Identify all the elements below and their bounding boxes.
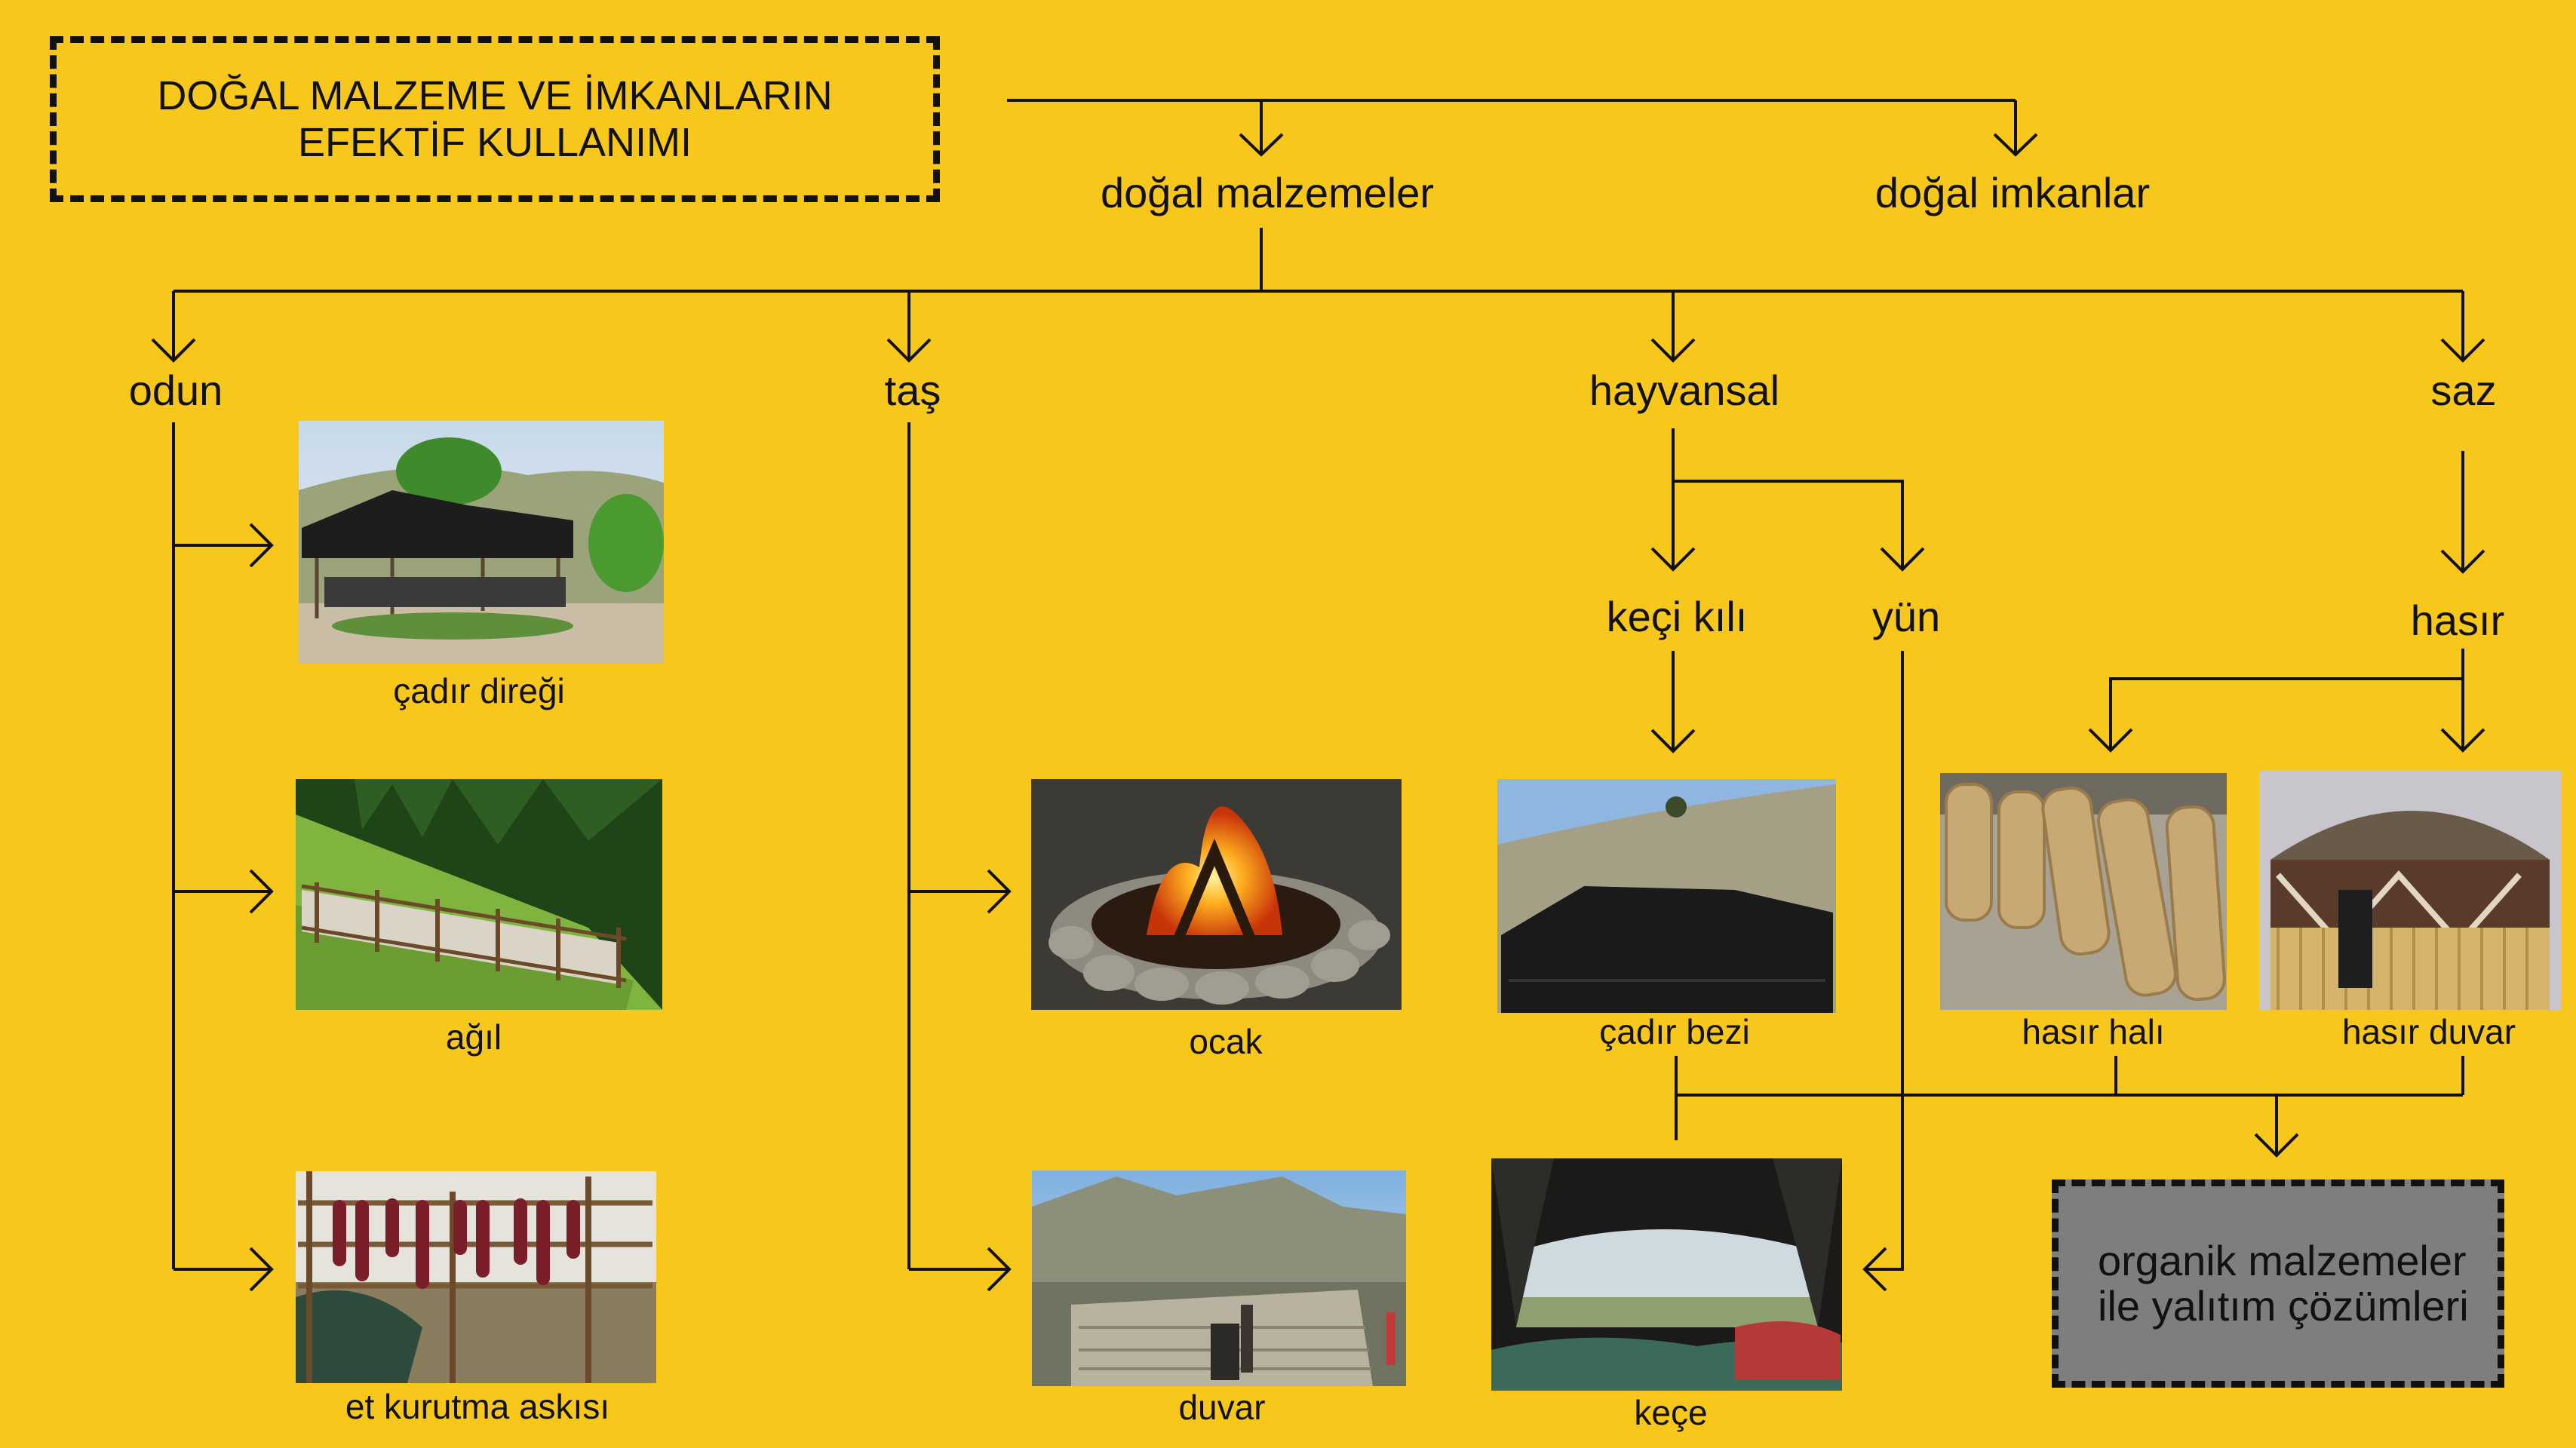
material-animal: hayvansal (1589, 367, 1780, 414)
caption-hearth: ocak (1189, 1022, 1263, 1061)
caption-pen: ağıl (445, 1017, 502, 1057)
caption-tent-cloth: çadır bezi (1599, 1012, 1750, 1051)
title-line-2: EFEKTİF KULLANIMI (297, 120, 692, 165)
caption-tent-pole: çadır direği (393, 671, 565, 710)
material-stone: taş (884, 367, 941, 414)
tent-cloth-photo (1497, 779, 1836, 1013)
caption-wall: duvar (1178, 1388, 1266, 1427)
meat-rack-photo (296, 1171, 656, 1383)
material-wood: odun (128, 367, 223, 414)
animal-wool: yün (1871, 593, 1941, 640)
wall-photo (1032, 1170, 1406, 1386)
felt-photo (1491, 1158, 1842, 1391)
connector-lines (172, 99, 2464, 1271)
result-line-1: organik malzemeler (2098, 1236, 2467, 1284)
tent-pole-photo (299, 421, 664, 664)
caption-meat-rack: et kurutma askısı (345, 1387, 610, 1426)
hearth-photo (1031, 779, 1402, 1010)
arrow-heads (151, 133, 2485, 1292)
mat-rug-photo (1940, 773, 2227, 1010)
title-box: DOĞAL MALZEME VE İMKANLARIN EFEKTİF KULL… (50, 36, 940, 202)
material-reed: saz (2430, 367, 2497, 414)
reed-mat: hasır (2410, 597, 2505, 644)
animal-goat-hair: keçi kılı (1606, 593, 1748, 640)
caption-mat-rug: hasır halı (2022, 1012, 2165, 1051)
category-natural-possibilities: doğal imkanlar (1874, 169, 2151, 216)
title-line-1: DOĞAL MALZEME VE İMKANLARIN (157, 72, 833, 118)
result-box: organik malzemeler ile yalıtım çözümleri (2052, 1180, 2504, 1388)
category-natural-materials: doğal malzemeler (1101, 169, 1434, 216)
mat-wall-photo (2259, 771, 2561, 1010)
result-line-2: ile yalıtım çözümleri (2098, 1282, 2469, 1330)
pen-photo (296, 779, 662, 1010)
caption-felt: keçe (1634, 1393, 1708, 1432)
caption-mat-wall: hasır duvar (2341, 1012, 2516, 1051)
